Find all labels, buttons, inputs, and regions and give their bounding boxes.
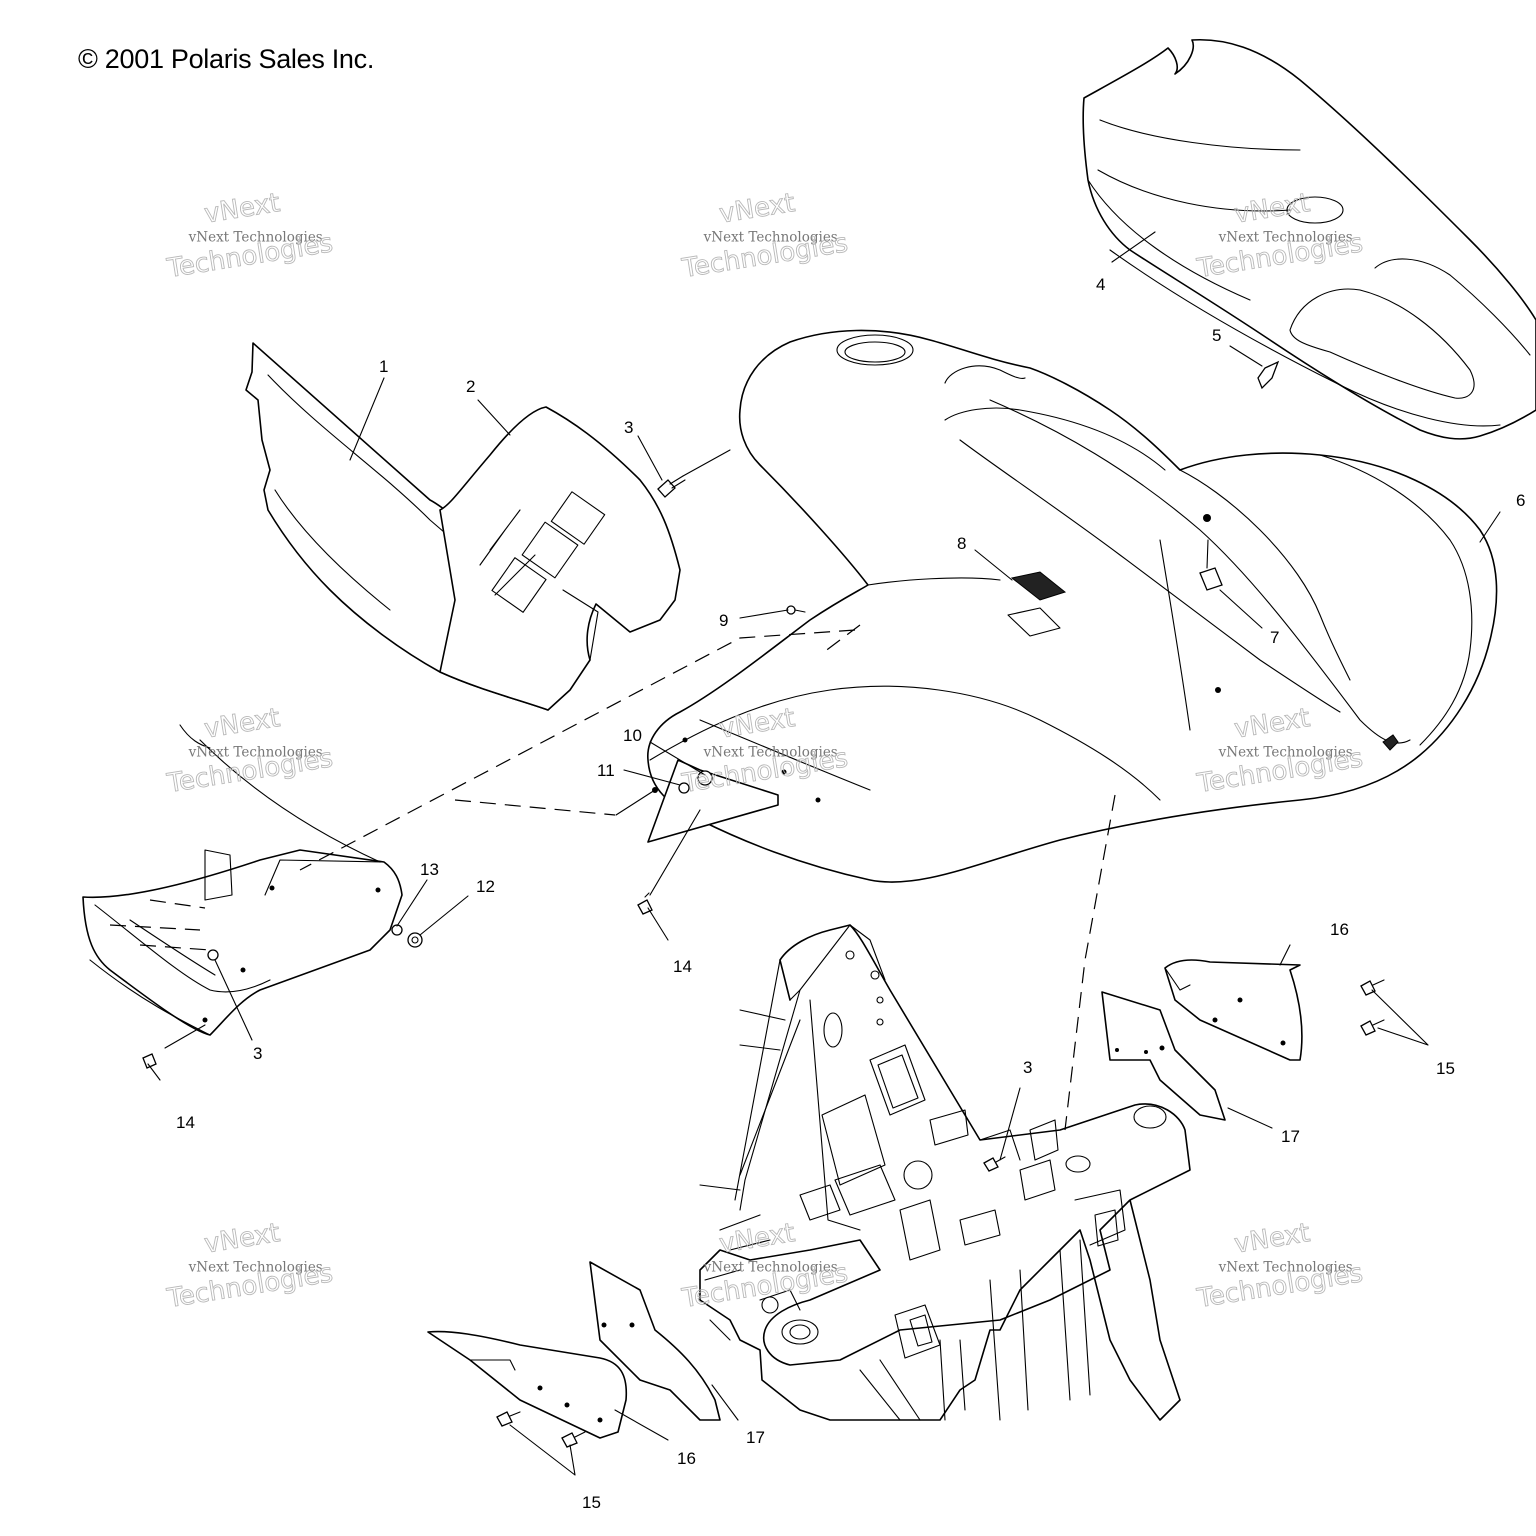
svg-text:vNext Technologies: vNext Technologies [188, 230, 323, 246]
hardware [142, 360, 1385, 1448]
svg-text:vNext: vNext [202, 1218, 282, 1260]
svg-text:vNext: vNext [1232, 1218, 1312, 1260]
svg-text:vNext: vNext [202, 188, 282, 230]
callout-17-left: 17 [746, 1428, 765, 1447]
part-4-rear-cover [1082, 38, 1536, 440]
part-10-11-bracket [647, 759, 779, 843]
callout-12: 12 [476, 877, 495, 896]
part-3-screw-upper [657, 475, 686, 498]
callout-17-right: 17 [1281, 1127, 1300, 1146]
callout-16-right: 16 [1330, 920, 1349, 939]
copyright-notice: © 2001 Polaris Sales Inc. [78, 44, 375, 74]
part-7-retainer [1199, 567, 1223, 591]
callout-labels: 1 2 3 4 5 6 7 8 9 10 11 12 13 3 14 14 3 … [176, 275, 1525, 1512]
callout-6: 6 [1516, 491, 1525, 510]
part-6-rear-fender [647, 329, 1498, 883]
callout-3-left: 3 [253, 1044, 262, 1063]
callout-8: 8 [957, 534, 966, 553]
footrest-assembly [82, 724, 403, 1036]
part-12-nut [407, 932, 423, 948]
part-14-rivet-left [142, 1053, 157, 1069]
leader-lines [147, 231, 1501, 1476]
svg-text:Technologies: Technologies [164, 1258, 335, 1314]
callout-3-upper: 3 [624, 418, 633, 437]
part-2-footwell-panel [439, 406, 681, 711]
part-15-bolts-left [496, 1411, 586, 1448]
callout-14-left: 14 [176, 1113, 195, 1132]
callout-9: 9 [719, 611, 728, 630]
part-9-screw [786, 605, 806, 615]
part-14-rivet-center [637, 892, 653, 915]
part-16-17-left [427, 1261, 721, 1439]
callout-5: 5 [1212, 326, 1221, 345]
svg-text:Technologies: Technologies [164, 743, 335, 799]
watermark-1: vNext vNext Technologies Technologies [164, 188, 336, 285]
part-5-clip [1257, 360, 1280, 390]
part-8-vent [1007, 571, 1067, 637]
callout-4: 4 [1096, 275, 1105, 294]
callout-14-center: 14 [673, 957, 692, 976]
watermark-4: vNext vNext Technologies Technologies [164, 703, 336, 800]
frame-assembly [699, 924, 1191, 1421]
svg-text:Technologies: Technologies [1194, 1258, 1365, 1314]
svg-text:Technologies: Technologies [164, 228, 335, 284]
callout-7: 7 [1270, 628, 1279, 647]
svg-text:vNext: vNext [717, 188, 797, 230]
svg-text:vNext Technologies: vNext Technologies [703, 230, 838, 246]
callout-13: 13 [420, 860, 439, 879]
callout-1: 1 [379, 357, 388, 376]
svg-text:vNext: vNext [202, 703, 282, 745]
part-3-bolt-left [207, 949, 219, 961]
watermark-9: vNext vNext Technologies Technologies [1194, 1218, 1366, 1315]
callout-11: 11 [597, 761, 615, 780]
callout-2: 2 [466, 377, 475, 396]
callout-15-right: 15 [1436, 1059, 1455, 1078]
assembly-lines [299, 624, 1116, 1131]
part-15-bolts-right [1360, 979, 1385, 1036]
svg-text:vNext Technologies: vNext Technologies [1218, 1260, 1353, 1276]
callout-3-frame: 3 [1023, 1058, 1032, 1077]
watermark-7: vNext vNext Technologies Technologies [164, 1218, 336, 1315]
part-16-17-right [1101, 959, 1303, 1121]
svg-text:vNext Technologies: vNext Technologies [188, 1260, 323, 1276]
callout-10: 10 [623, 726, 642, 745]
watermark-2: vNext vNext Technologies Technologies [679, 188, 851, 285]
callout-15-left: 15 [582, 1493, 601, 1512]
part-3-screw-frame [983, 1156, 1006, 1172]
callout-16-left: 16 [677, 1449, 696, 1468]
svg-text:Technologies: Technologies [679, 228, 850, 284]
